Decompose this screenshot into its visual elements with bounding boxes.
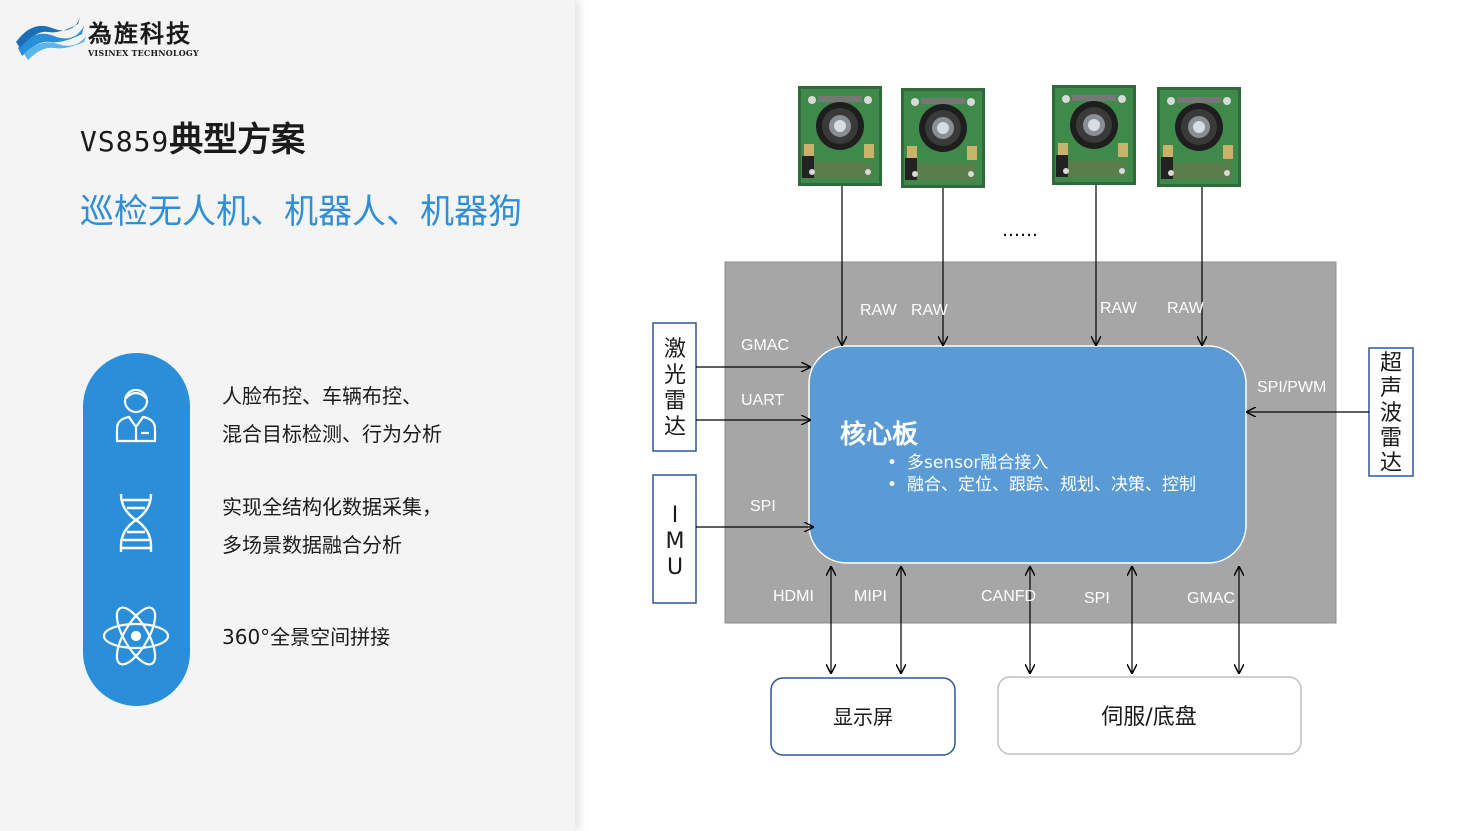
- lidar-char-3: 雷: [664, 389, 686, 414]
- core-board: [808, 345, 1247, 564]
- core-board-title: 核心板: [840, 419, 918, 450]
- spi-left-label: SPI: [750, 498, 776, 515]
- lidar-box: [652, 322, 697, 452]
- core-bullet-dot-1: •: [887, 453, 897, 473]
- spi-pwm-label: SPI/PWM: [1257, 379, 1326, 396]
- core-bullet-2: 融合、定位、跟踪、规划、决策、控制: [907, 475, 1196, 495]
- ultrasonic-char-1: 超: [1380, 351, 1402, 376]
- hdmi-label: HDMI: [773, 588, 814, 605]
- feature-2-line-2: 多场景数据融合分析: [222, 533, 402, 557]
- feature-3-line-1: 360°全景空间拼接: [222, 625, 391, 649]
- feature-3: 360°全景空间拼接: [222, 618, 390, 656]
- logo-name: 為旌科技: [88, 19, 192, 48]
- uart-label: UART: [741, 392, 784, 409]
- title-suffix: 典型方案: [169, 120, 306, 160]
- lidar-char-1: 激: [664, 337, 686, 362]
- feature-2-line-1: 实现全结构化数据采集，: [222, 495, 442, 519]
- imu-char-2: M: [666, 529, 685, 554]
- servo-chassis-box: [997, 676, 1302, 755]
- gmac-left-label: GMAC: [741, 337, 789, 354]
- imu-char-3: U: [667, 555, 683, 580]
- camera-module-1: [798, 86, 882, 186]
- core-bullet-1: 多sensor融合接入: [907, 453, 1048, 473]
- page-title: VS859典型方案: [80, 112, 305, 161]
- camera-module-3: [1052, 85, 1136, 185]
- more-cameras-ellipsis: ……: [1002, 220, 1038, 241]
- visinex-logo: [16, 18, 86, 60]
- logo-wave-icon: [16, 18, 86, 60]
- ultrasonic-char-4: 雷: [1380, 426, 1402, 451]
- model-name: VS859: [80, 125, 170, 158]
- feature-1-line-2: 混合目标检测、行为分析: [222, 422, 442, 446]
- feature-icon-strip: [83, 353, 190, 706]
- imu-box: [652, 474, 697, 604]
- imu-char-1: I: [672, 503, 679, 528]
- gmac-bottom-label: GMAC: [1187, 590, 1235, 607]
- display-box: [770, 677, 956, 756]
- lidar-char-2: 光: [664, 363, 686, 388]
- servo-chassis-label: 伺服/底盘: [1101, 705, 1196, 730]
- page-subtitle: 巡检无人机、机器人、机器狗: [80, 192, 522, 232]
- canfd-label: CANFD: [981, 588, 1036, 605]
- feature-1-line-1: 人脸布控、车辆布控、: [222, 384, 422, 408]
- camera-module-2: [901, 88, 985, 188]
- dna-icon: [119, 493, 153, 552]
- logo-subtitle: VISINEX TECHNOLOGY: [88, 48, 199, 58]
- display-label: 显示屏: [833, 705, 893, 729]
- ultrasonic-char-3: 波: [1380, 401, 1402, 426]
- raw-label-2: RAW: [911, 302, 949, 319]
- person-icon: [115, 388, 157, 443]
- core-bullet-dot-2: •: [887, 475, 897, 495]
- lidar-char-4: 达: [664, 415, 686, 440]
- spi-bottom-label: SPI: [1084, 590, 1110, 607]
- feature-1: 人脸布控、车辆布控、 混合目标检测、行为分析: [222, 377, 442, 453]
- ultrasonic-char-5: 达: [1380, 451, 1402, 476]
- raw-label-4: RAW: [1167, 300, 1205, 317]
- raw-label-3: RAW: [1100, 300, 1138, 317]
- feature-2: 实现全结构化数据采集， 多场景数据融合分析: [222, 488, 442, 564]
- left-panel: 為旌科技 VISINEX TECHNOLOGY VS859典型方案 巡检无人机、…: [0, 0, 575, 831]
- atom-icon: [102, 606, 170, 666]
- camera-module-4: [1157, 87, 1241, 187]
- ultrasonic-char-2: 声: [1380, 376, 1402, 401]
- raw-label-1: RAW: [860, 302, 898, 319]
- mipi-label: MIPI: [854, 588, 887, 605]
